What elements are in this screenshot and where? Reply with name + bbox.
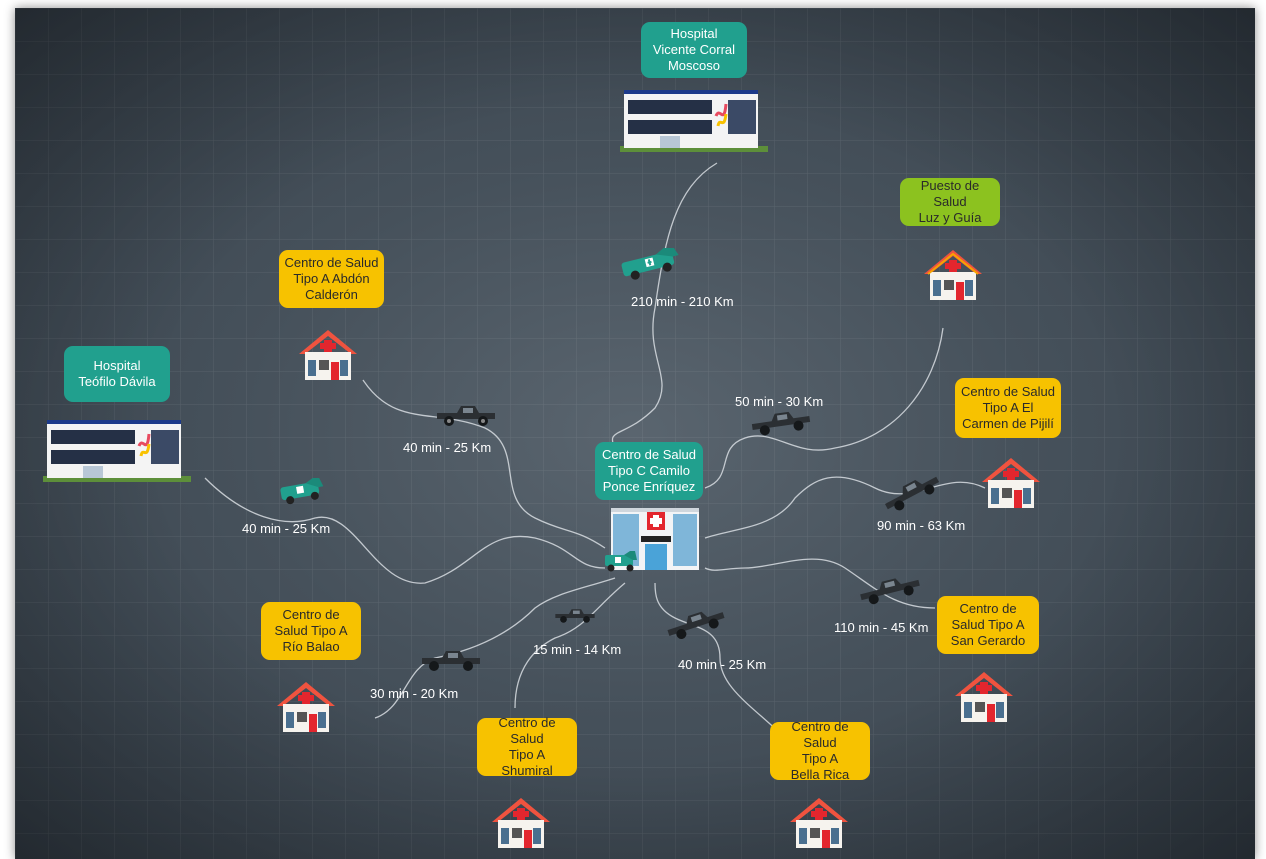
health-post-house-icon <box>790 798 848 848</box>
node-label-centro-shumiral: Centro de Salud Tipo A Shumiral <box>477 715 577 778</box>
node-label-centro-bella-rica: Centro de Salud Tipo A Bella Rica <box>770 719 870 782</box>
route-label-rio-balao: 30 min - 20 Km <box>370 686 459 701</box>
health-post-house-icon <box>955 672 1013 722</box>
pickup-truck-icon <box>422 651 480 671</box>
route-line-vicente <box>611 162 718 449</box>
pickup-truck-icon <box>751 411 811 436</box>
route-label-shumiral: 15 min - 14 Km <box>533 642 622 657</box>
route-label-abdon: 40 min - 25 Km <box>403 440 492 455</box>
route-line-shumiral <box>514 582 626 709</box>
health-post-house-icon <box>982 458 1040 508</box>
route-line-pijili <box>704 476 986 539</box>
map-canvas: Hospital Vicente Corral Moscoso Puesto d… <box>15 8 1255 859</box>
ambulance-icon <box>621 248 679 280</box>
route-label-vicente: 210 min - 210 Km <box>631 294 734 309</box>
node-label-centro-pijili: Centro de Salud Tipo A El Carmen de Piji… <box>955 378 1061 438</box>
node-label-centro-camilo: Centro de Salud Tipo C Camilo Ponce Enrí… <box>595 442 703 500</box>
route-label-pijili: 90 min - 63 Km <box>877 518 966 533</box>
pickup-truck-icon <box>860 578 920 605</box>
route-line-rio-balao <box>374 577 616 719</box>
node-label-puesto-luz: Puesto de Salud Luz y Guía <box>900 178 1000 226</box>
node-label-centro-abdon: Centro de Salud Tipo A Abdón Calderón <box>279 250 384 308</box>
node-label-centro-rio-balao: Centro de Salud Tipo A Río Balao <box>261 602 361 660</box>
ambulance-icon <box>605 551 637 572</box>
pickup-truck-icon <box>884 476 940 511</box>
node-label-hospital-teofilo: Hospital Teófilo Dávila <box>64 346 170 402</box>
hospital-building-icon <box>43 420 191 482</box>
node-label-centro-san-gerardo: Centro de Salud Tipo A San Gerardo <box>937 596 1039 654</box>
route-line-luz <box>704 327 944 489</box>
route-line-san-gerardo <box>704 558 936 609</box>
route-line-abdon <box>362 379 606 549</box>
route-label-san-gerardo: 110 min - 45 Km <box>834 620 929 635</box>
pickup-truck-icon <box>667 611 725 640</box>
pickup-truck-icon <box>555 609 595 623</box>
route-label-bella-rica: 40 min - 25 Km <box>678 657 767 672</box>
route-label-luz: 50 min - 30 Km <box>735 394 824 409</box>
hospital-building-icon <box>620 90 768 152</box>
health-post-house-icon <box>299 330 357 380</box>
ambulance-icon <box>280 478 324 505</box>
route-line-bella-rica <box>654 582 786 739</box>
route-label-teofilo: 40 min - 25 Km <box>242 521 331 536</box>
node-label-hospital-vicente: Hospital Vicente Corral Moscoso <box>641 22 747 78</box>
health-post-house-icon <box>924 250 982 300</box>
health-post-house-icon <box>277 682 335 732</box>
health-post-house-icon <box>492 798 550 848</box>
pickup-truck-icon <box>437 406 495 426</box>
route-line-teofilo <box>204 477 606 584</box>
